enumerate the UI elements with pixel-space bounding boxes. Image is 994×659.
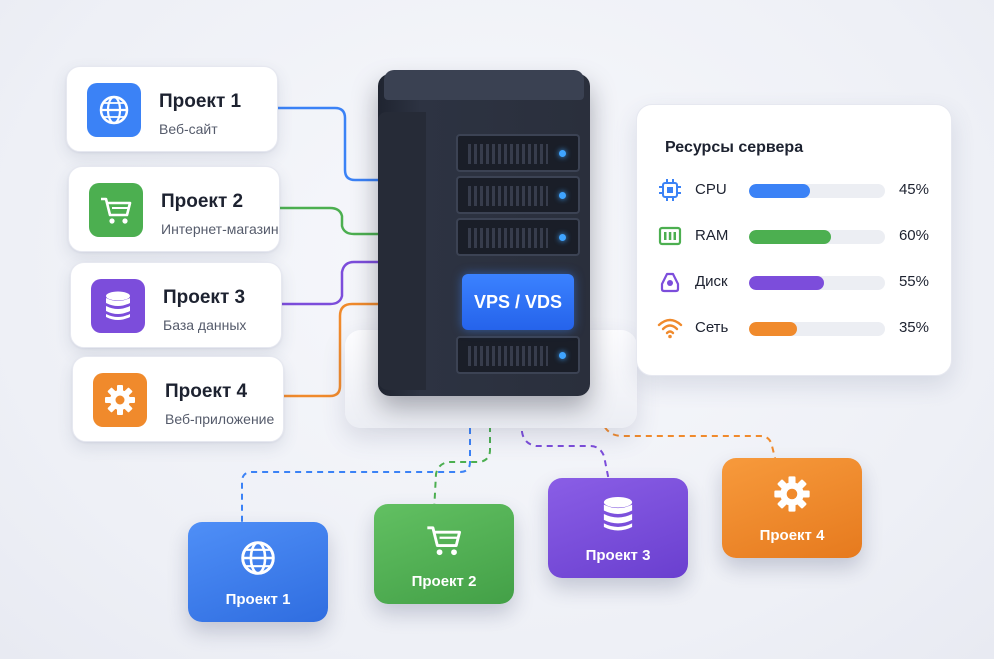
resource-name: Диск [695,273,728,290]
resource-value: 35% [898,319,929,336]
server-top [384,70,584,100]
project-card-3[interactable]: Проект 3 База данных [70,262,282,348]
resource-bar-fill [749,230,831,244]
project-card-1[interactable]: Проект 1 Веб-сайт [66,66,278,152]
disk-icon [657,269,683,295]
bottom-project-tile-2[interactable]: Проект 2 [374,504,514,604]
status-led-icon [559,352,566,359]
resource-bar-fill [749,184,811,198]
resource-bar-track [749,276,885,290]
project-card-2[interactable]: Проект 2 Интернет-магазин [68,166,280,252]
cpu-icon [657,177,683,203]
server-rack-unit [456,176,580,214]
bottom-project-tile-4[interactable]: Проект 4 [722,458,862,558]
project-card-4[interactable]: Проект 4 Веб-приложение [72,356,284,442]
resource-name: Сеть [695,319,729,336]
resource-value: 60% [898,227,929,244]
server-rack-unit [456,336,580,374]
resource-name: CPU [695,181,727,198]
project-title: Проект 1 [159,91,242,112]
resource-row-ram: RAM 60% [657,223,937,251]
wifi-icon [657,315,683,341]
tile-label: Проект 4 [759,527,825,544]
status-led-icon [559,150,566,157]
project-title: Проект 3 [163,287,246,308]
resource-bar-fill [749,276,824,290]
bottom-project-tile-1[interactable]: Проект 1 [188,522,328,622]
resource-value: 45% [898,181,929,198]
tile-label: Проект 3 [585,547,651,564]
database-icon [91,279,145,333]
server-resources-panel: Ресурсы сервера CPU 45% RAM 60% Диск 55%… [636,104,952,376]
vps-label: VPS / VDS [462,274,574,330]
gear-icon [93,373,147,427]
project-subtitle: База данных [163,317,247,333]
tile-label: Проект 2 [411,573,477,590]
cart-icon [89,183,143,237]
resource-bar-track [749,322,885,336]
resource-row-network: Сеть 35% [657,315,937,343]
server-side-panel [378,112,426,390]
server-rack-unit [456,218,580,256]
cart-icon [422,520,466,560]
resource-bar-track [749,184,885,198]
project-subtitle: Веб-сайт [159,121,218,137]
project-subtitle: Интернет-магазин [161,221,279,237]
status-led-icon [559,192,566,199]
globe-icon [236,538,280,578]
status-led-icon [559,234,566,241]
project-subtitle: Веб-приложение [165,411,275,427]
tile-label: Проект 1 [225,591,291,608]
ram-icon [657,223,683,249]
project-title: Проект 4 [165,381,248,402]
resource-row-cpu: CPU 45% [657,177,937,205]
resource-value: 55% [898,273,929,290]
project-title: Проект 2 [161,191,244,212]
globe-icon [87,83,141,137]
resource-name: RAM [695,227,729,244]
bottom-project-tile-3[interactable]: Проект 3 [548,478,688,578]
gear-icon [770,474,814,514]
server-rack-unit [456,134,580,172]
database-icon [596,494,640,534]
resource-row-disk: Диск 55% [657,269,937,297]
resources-title: Ресурсы сервера [665,139,804,156]
resource-bar-fill [749,322,797,336]
resource-bar-track [749,230,885,244]
